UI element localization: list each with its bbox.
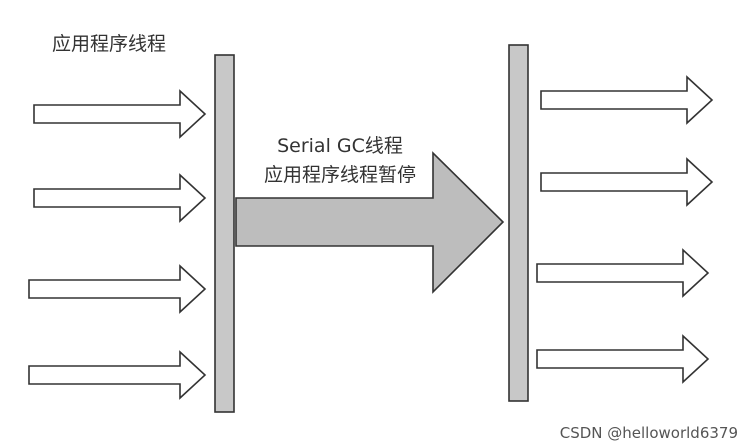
app-thread-arrow bbox=[33, 89, 207, 139]
csdn-watermark: CSDN @helloworld6379 bbox=[560, 424, 738, 442]
right-thread-arrows bbox=[536, 75, 714, 384]
left-safepoint-bar bbox=[214, 54, 235, 413]
app-thread-arrow bbox=[540, 75, 714, 125]
right-safepoint-bar bbox=[508, 44, 529, 402]
left-thread-arrows bbox=[28, 89, 207, 400]
app-threads-label: 应用程序线程 bbox=[52, 33, 166, 55]
app-thread-arrow bbox=[540, 157, 714, 207]
app-thread-arrow bbox=[536, 334, 710, 384]
app-pause-label: 应用程序线程暂停 bbox=[264, 164, 416, 186]
app-thread-arrow bbox=[33, 173, 207, 223]
app-thread-arrow bbox=[536, 248, 710, 298]
gc-thread-arrow bbox=[235, 151, 505, 294]
app-thread-arrow bbox=[28, 350, 207, 400]
gc-thread-label: Serial GC线程 bbox=[277, 135, 403, 157]
app-thread-arrow bbox=[28, 264, 207, 314]
